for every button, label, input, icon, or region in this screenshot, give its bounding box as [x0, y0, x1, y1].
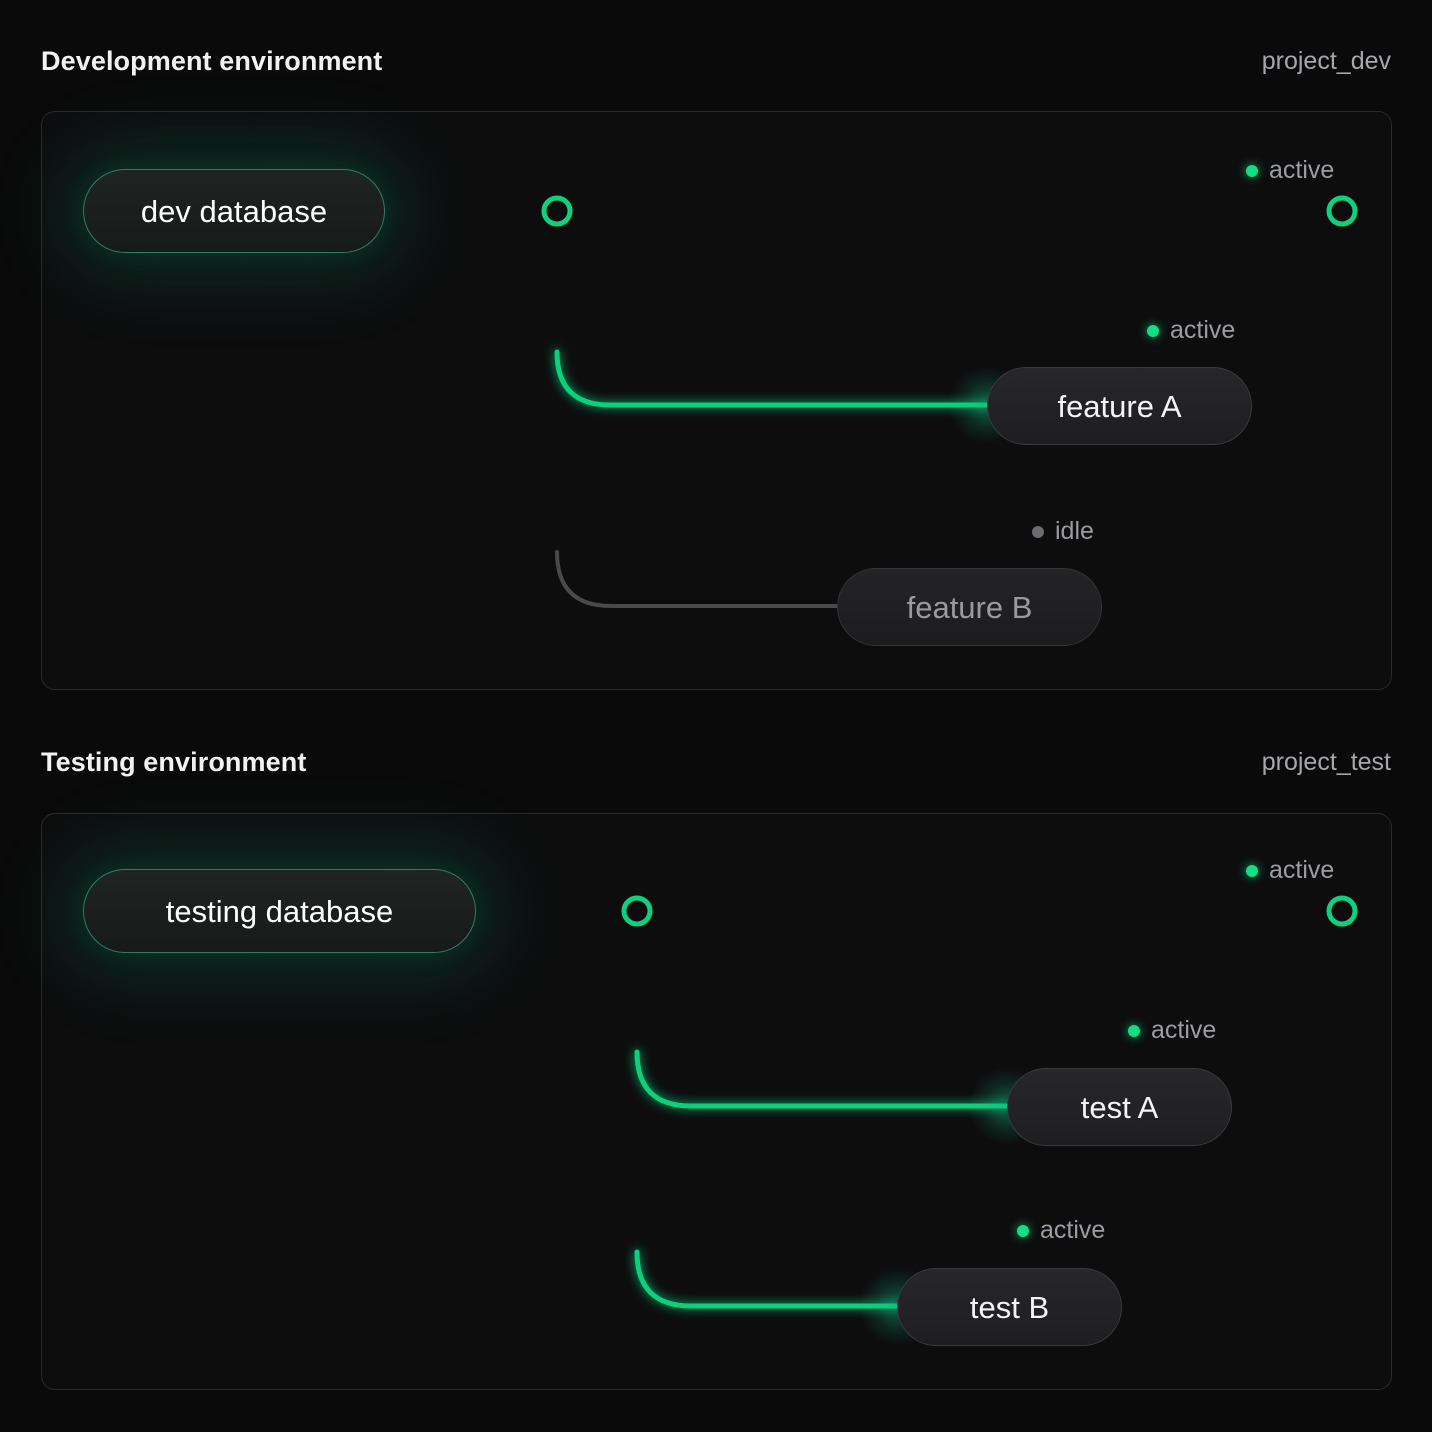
page-title-development: Development environment [41, 45, 383, 76]
endpoint-node-development[interactable] [1326, 195, 1358, 227]
status-dot-active-icon [1017, 1224, 1029, 1237]
status-feature-b: idle [1032, 519, 1094, 544]
edge-to-test-b [634, 1249, 900, 1309]
project-name-development: project_dev [1261, 46, 1391, 75]
status-dot-active-icon [1246, 864, 1258, 877]
node-label: feature A [1057, 388, 1182, 424]
junction-node-testing[interactable] [621, 895, 653, 927]
status-label: active [1040, 1216, 1106, 1244]
node-dev-database[interactable]: dev database [83, 169, 385, 253]
node-test-a[interactable]: test A [1007, 1068, 1232, 1146]
panel-testing: testing database active test A active te… [41, 813, 1392, 1432]
section-header-testing: Testing environment project_test [41, 737, 1391, 787]
node-label: dev database [140, 193, 328, 229]
status-dot-active-icon [1128, 1024, 1140, 1037]
node-testing-database[interactable]: testing database [83, 869, 476, 953]
node-test-b[interactable]: test B [897, 1268, 1122, 1346]
status-dot-active-icon [1246, 164, 1258, 177]
junction-node-development[interactable] [541, 195, 573, 227]
status-endpoint-testing: active [1246, 858, 1334, 883]
node-label: feature B [906, 589, 1033, 625]
status-dot-idle-icon [1032, 525, 1044, 538]
status-label: active [1151, 1016, 1217, 1044]
status-label: idle [1055, 517, 1094, 545]
status-dot-active-icon [1147, 324, 1159, 337]
node-label: test A [1080, 1089, 1159, 1125]
node-label: test B [969, 1289, 1050, 1325]
status-test-b: active [1017, 1218, 1105, 1243]
page-title-testing: Testing environment [41, 746, 307, 777]
panel-development: dev database active feature A active fea… [41, 111, 1392, 690]
edge-to-feature-b [555, 550, 839, 608]
status-label: active [1269, 856, 1335, 884]
node-label: testing database [165, 893, 394, 929]
status-label: active [1170, 316, 1236, 344]
edge-to-feature-a [554, 349, 990, 408]
node-feature-a[interactable]: feature A [987, 367, 1252, 445]
status-endpoint-development: active [1246, 158, 1334, 183]
status-test-a: active [1128, 1018, 1216, 1043]
status-feature-a: active [1147, 318, 1235, 343]
node-feature-b[interactable]: feature B [837, 568, 1102, 646]
project-name-testing: project_test [1261, 747, 1391, 776]
edge-to-test-a [634, 1049, 1010, 1109]
section-header-development: Development environment project_dev [41, 36, 1391, 86]
endpoint-node-testing[interactable] [1326, 895, 1358, 927]
status-label: active [1269, 156, 1335, 184]
